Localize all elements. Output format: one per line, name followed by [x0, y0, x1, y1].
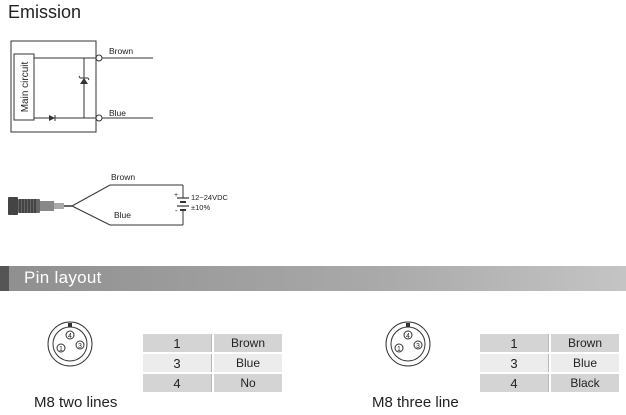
terminal-top: [95, 54, 103, 62]
emission-circuit: Main circuit Brown Blue: [10, 40, 153, 133]
supply-voltage-label: 12~24VDC: [191, 193, 228, 202]
supply-wiring: Brown Blue + - 12~24VDC ±10%: [8, 172, 228, 226]
table-row: 1 Brown: [480, 334, 619, 352]
supply-brown-label: Brown: [111, 172, 135, 182]
pin-number-label: 3: [416, 343, 420, 350]
pin-number-label: 1: [397, 346, 401, 353]
pin-layout-header: Pin layout: [0, 266, 626, 291]
sensor-icon: [8, 197, 72, 215]
pin-cell: 4: [143, 374, 212, 392]
pin-table-left: 1 Brown 3 Blue 4 No: [141, 332, 284, 394]
emission-title: Emission: [8, 2, 82, 22]
supply-minus-label: -: [175, 206, 178, 215]
zener-diode-icon: [80, 78, 88, 84]
pin-cell: 3: [480, 354, 549, 372]
pin-cell: 1: [143, 334, 212, 352]
wire-cell: Brown: [551, 334, 619, 352]
lead-brown: [71, 184, 183, 207]
table-row: 3 Blue: [143, 354, 282, 372]
wire-bottom-label: Blue: [109, 108, 126, 118]
battery-icon: [177, 197, 189, 211]
diode-icon: [49, 115, 55, 121]
pin-layout-title: Pin layout: [24, 268, 102, 287]
wire-cell: Black: [551, 374, 619, 392]
connector-left-label: M8 two lines: [34, 394, 118, 411]
supply-tolerance-label: ±10%: [191, 203, 210, 212]
table-row: 1 Brown: [143, 334, 282, 352]
supply-blue-label: Blue: [114, 210, 131, 220]
table-row: 3 Blue: [480, 354, 619, 372]
pin-number-label: 4: [406, 333, 410, 340]
main-circuit-label: Main circuit: [20, 62, 31, 113]
wire-cell: Blue: [214, 354, 282, 372]
connector-right-icon: 4 1 3: [385, 321, 431, 367]
wire-cell: Brown: [214, 334, 282, 352]
connector-left-icon: 4 1 3: [47, 321, 93, 367]
pin-number-label: 1: [59, 346, 63, 353]
supply-plus-label: +: [174, 192, 178, 199]
wire-top-label: Brown: [109, 46, 133, 56]
pin-number-label: 4: [68, 333, 72, 340]
table-row: 4 No: [143, 374, 282, 392]
terminal-bottom: [95, 114, 103, 122]
pin-cell: 4: [480, 374, 549, 392]
pin-table-right: 1 Brown 3 Blue 4 Black: [478, 332, 621, 394]
lead-blue: [71, 205, 183, 226]
pin-number-label: 3: [78, 343, 82, 350]
main-circuit-block: [13, 53, 35, 121]
circuit-box: [10, 40, 97, 133]
table-row: 4 Black: [480, 374, 619, 392]
wire-cell: Blue: [551, 354, 619, 372]
pin-cell: 1: [480, 334, 549, 352]
section-marker: [0, 266, 9, 291]
wire-cell: No: [214, 374, 282, 392]
pin-cell: 3: [143, 354, 212, 372]
connector-right-label: M8 three line: [372, 394, 459, 411]
